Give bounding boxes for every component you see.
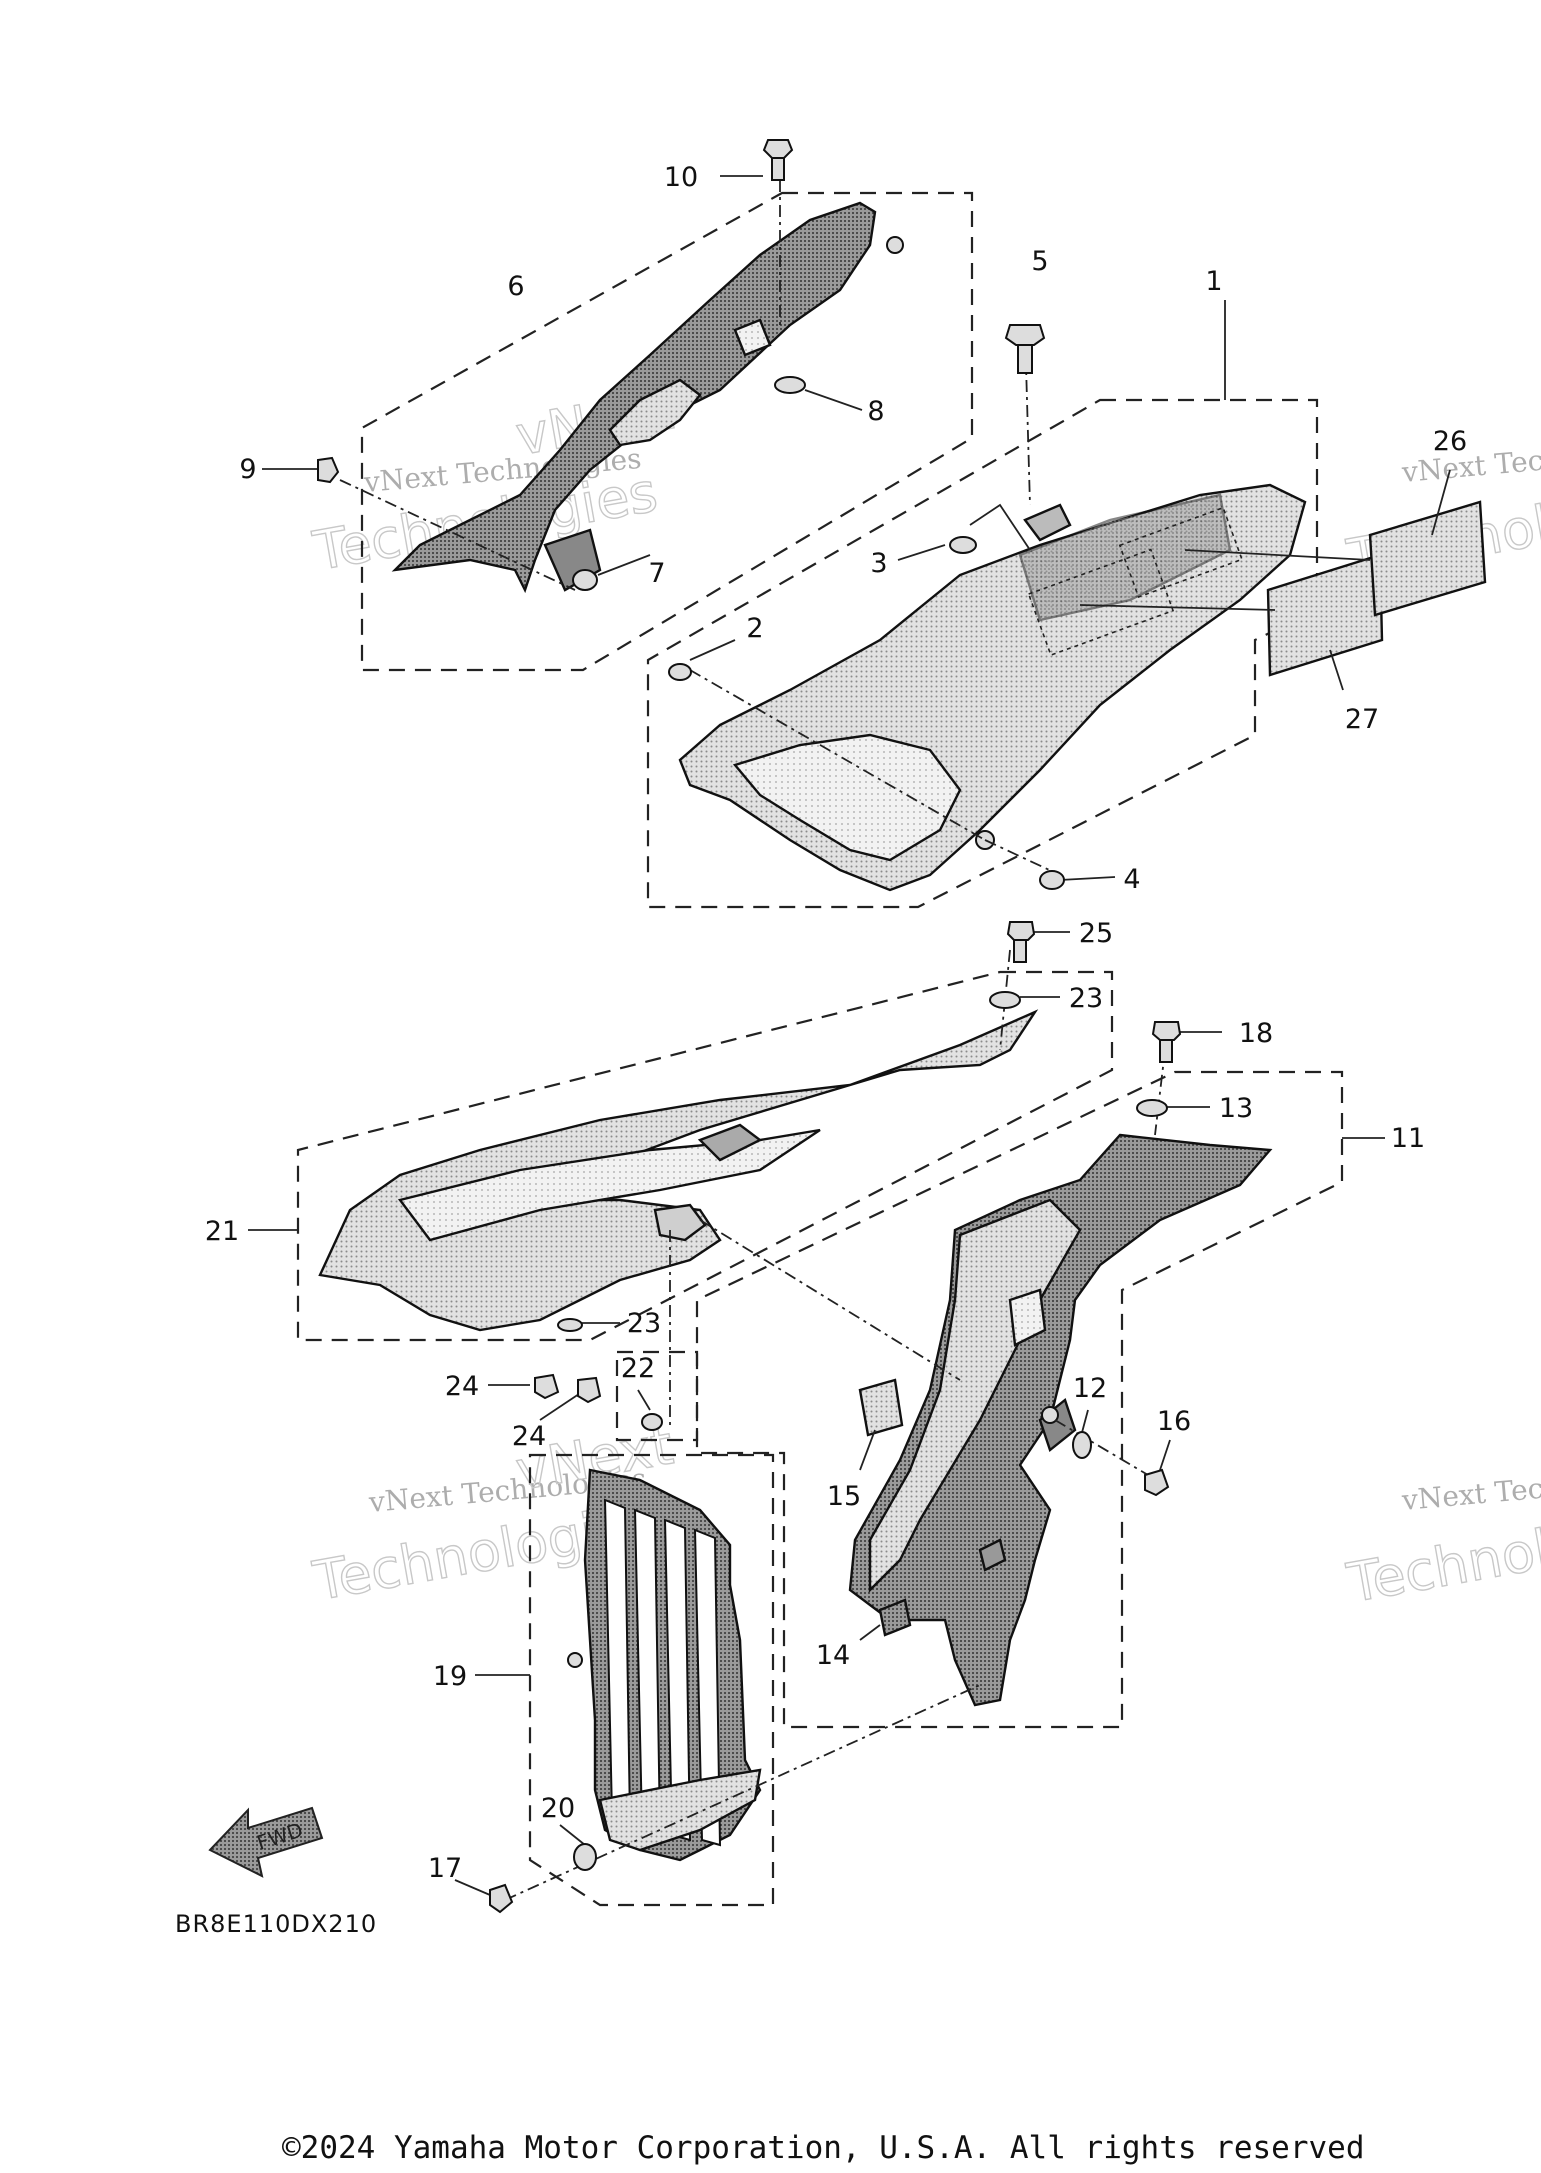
callout-2: 2 — [746, 613, 763, 644]
callout-26: 26 — [1433, 426, 1467, 457]
callout-24-lower: 24 — [512, 1421, 546, 1452]
fasteners — [317, 139, 1182, 1914]
callout-14: 14 — [816, 1640, 850, 1671]
callout-10: 10 — [664, 162, 698, 193]
group-outline-6 — [360, 191, 974, 672]
forward-arrow-icon: FWD — [208, 1806, 324, 1878]
part-1-side-cover — [678, 483, 1307, 892]
pad-14 — [878, 1598, 912, 1637]
part-19-louver — [567, 1468, 762, 1862]
callout-13: 13 — [1219, 1093, 1253, 1124]
pad-15 — [858, 1378, 904, 1437]
part-11-air-scoop — [848, 1133, 1273, 1707]
small-pads — [858, 1378, 912, 1637]
watermark-text: vNext Technologies — [1400, 432, 1541, 489]
callout-16: 16 — [1157, 1406, 1191, 1437]
decal-27 — [1266, 553, 1384, 677]
grouping-outlines — [296, 191, 1344, 1907]
callout-25: 25 — [1079, 918, 1113, 949]
callout-22: 22 — [621, 1353, 655, 1384]
callout-18: 18 — [1239, 1018, 1273, 1049]
callout-3: 3 — [870, 548, 887, 579]
callouts: 1 2 3 4 5 6 7 8 9 10 11 12 13 14 15 16 1… — [205, 162, 1467, 1884]
part-6-side-panel — [391, 201, 904, 594]
callout-20: 20 — [541, 1793, 575, 1824]
decal-26 — [1368, 500, 1487, 617]
callout-19: 19 — [433, 1661, 467, 1692]
group-outline-1 — [646, 398, 1319, 909]
callout-9: 9 — [239, 454, 256, 485]
part-21-shroud — [318, 1009, 1039, 1332]
callout-6: 6 — [507, 271, 524, 302]
callout-7: 7 — [648, 558, 665, 589]
callout-23-lower: 23 — [627, 1308, 661, 1339]
callout-5: 5 — [1031, 246, 1048, 277]
callout-17: 17 — [428, 1853, 462, 1884]
callout-27: 27 — [1345, 704, 1379, 735]
watermark-text: vNext Technologies — [1400, 1460, 1541, 1517]
group-outline-22 — [615, 1350, 699, 1442]
callout-11: 11 — [1391, 1123, 1425, 1154]
copyright-notice: ©2024 Yamaha Motor Corporation, U.S.A. A… — [282, 2130, 1365, 2166]
drawing-code: BR8E110DX210 — [175, 1910, 377, 1938]
callout-1: 1 — [1205, 266, 1222, 297]
callout-24-upper: 24 — [445, 1371, 479, 1402]
callout-21: 21 — [205, 1216, 239, 1247]
group-outline-11 — [695, 1070, 1344, 1729]
group-outline-19 — [528, 1453, 775, 1907]
callout-8: 8 — [867, 396, 884, 427]
group-outline-21 — [296, 970, 1114, 1342]
callout-4: 4 — [1123, 864, 1140, 895]
callout-15: 15 — [827, 1481, 861, 1512]
decals — [1266, 500, 1487, 677]
callout-23-upper: 23 — [1069, 983, 1103, 1014]
callout-12: 12 — [1073, 1373, 1107, 1404]
